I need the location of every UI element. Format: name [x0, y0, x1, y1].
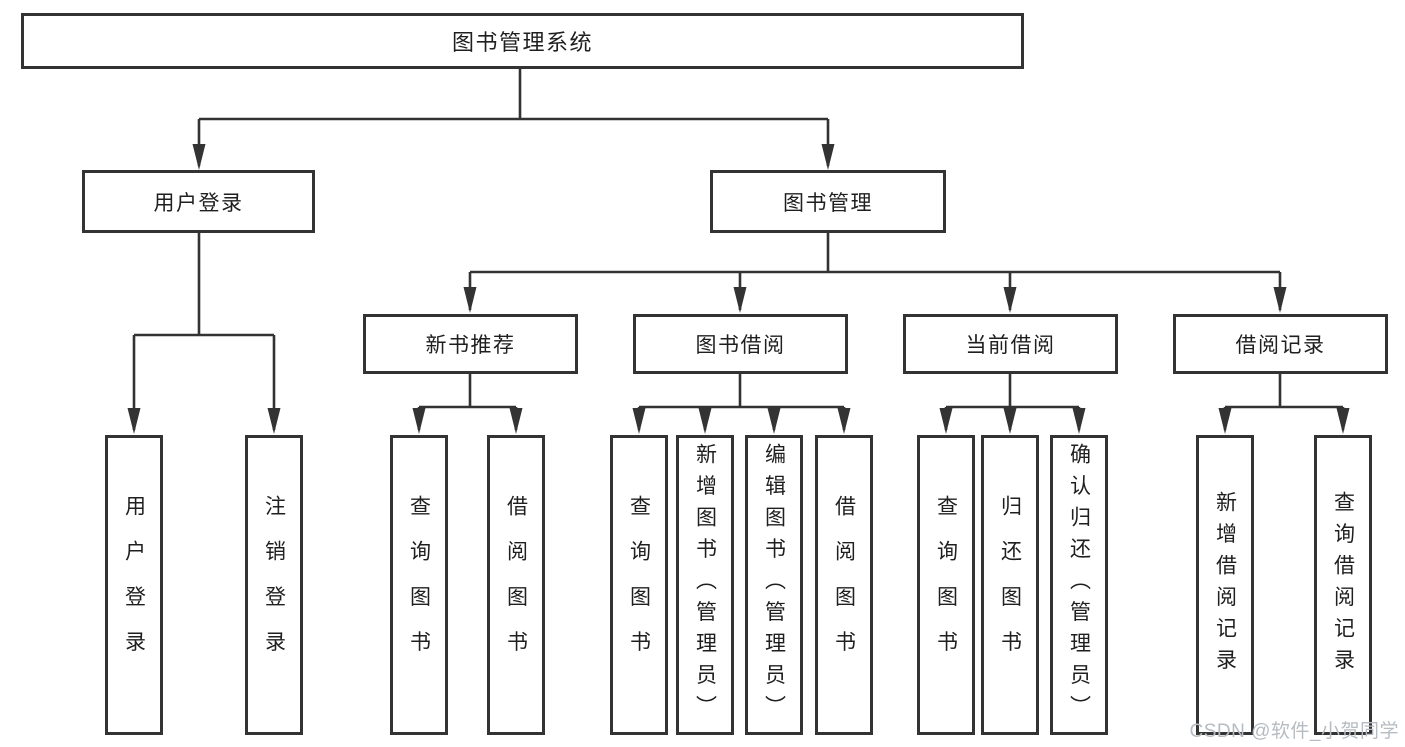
node-label: 借阅图书 [832, 494, 856, 676]
node-label: 查询图书 [407, 494, 431, 676]
connector-path [132, 69, 1345, 430]
node-label: 图书管理系统 [451, 30, 593, 55]
leaf-query-books-borrow: 查询图书 [610, 435, 668, 735]
leaf-add-books-admin: 新增图书（管理员） [676, 435, 734, 735]
node-label: 归还图书 [998, 494, 1022, 676]
node-label: 查询图书 [627, 494, 651, 676]
arrowheads [127, 144, 1350, 434]
node-book-borrow: 图书借阅 [633, 314, 848, 374]
leaf-query-books-recommend: 查询图书 [390, 435, 448, 735]
node-root-system: 图书管理系统 [21, 13, 1024, 69]
leaf-add-borrow-record: 新增借阅记录 [1196, 435, 1254, 735]
leaf-query-books-current: 查询图书 [917, 435, 975, 735]
node-label: 新增借阅记录 [1213, 490, 1237, 680]
leaf-confirm-return-admin: 确认归还（管理员） [1050, 435, 1108, 735]
node-label: 注销登录 [262, 494, 286, 676]
node-user-login: 用户登录 [82, 170, 315, 233]
node-borrow-records: 借阅记录 [1173, 314, 1388, 374]
leaf-return-books: 归还图书 [981, 435, 1039, 735]
node-label: 查询借阅记录 [1331, 490, 1355, 680]
node-label: 借阅图书 [504, 494, 528, 676]
leaf-query-borrow-record: 查询借阅记录 [1314, 435, 1372, 735]
node-label: 图书借阅 [695, 334, 786, 357]
node-label: 新增图书（管理员） [693, 443, 717, 727]
node-book-management: 图书管理 [710, 170, 946, 233]
node-new-book-recommend: 新书推荐 [363, 314, 578, 374]
leaf-user-login: 用户登录 [105, 435, 163, 735]
node-current-borrow: 当前借阅 [903, 314, 1118, 374]
csdn-watermark: CSDN @软件_小贺同学 [1189, 721, 1399, 742]
node-label: 查询图书 [934, 494, 958, 676]
leaf-logout: 注销登录 [245, 435, 303, 735]
node-label: 当前借阅 [965, 334, 1056, 357]
leaf-edit-books-admin: 编辑图书（管理员） [745, 435, 803, 735]
leaf-borrow-books: 借阅图书 [815, 435, 873, 735]
node-label: 用户登录 [122, 494, 146, 676]
node-label: 确认归还（管理员） [1067, 443, 1091, 727]
node-label: 借阅记录 [1235, 334, 1326, 357]
node-label: 新书推荐 [425, 334, 516, 357]
node-label: 图书管理 [783, 191, 873, 215]
leaf-borrow-books-recommend: 借阅图书 [487, 435, 545, 735]
node-label: 编辑图书（管理员） [762, 443, 786, 727]
node-label: 用户登录 [153, 191, 244, 215]
